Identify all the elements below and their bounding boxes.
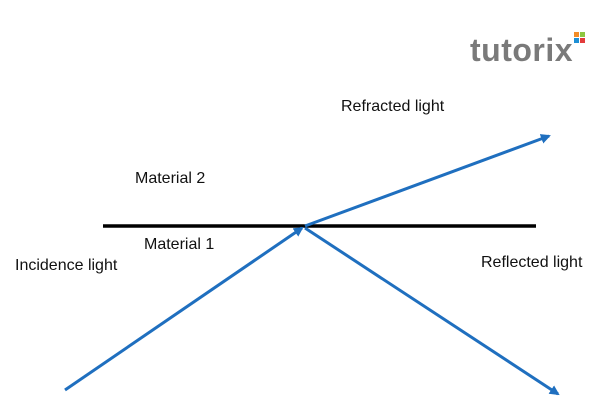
refracted-light-label: Refracted light bbox=[341, 98, 445, 115]
logo-dot-orange bbox=[574, 32, 579, 37]
reflected-ray-arrow bbox=[304, 226, 560, 396]
logo-text: tutorix bbox=[470, 32, 574, 68]
tutorix-logo: tutorix bbox=[470, 32, 610, 74]
logo-dots-icon bbox=[574, 32, 588, 46]
logo-dot-red bbox=[580, 38, 585, 43]
logo-dot-green bbox=[580, 32, 585, 37]
material-2-label: Material 2 bbox=[135, 170, 206, 187]
logo-dot-blue bbox=[574, 38, 579, 43]
refracted-ray-arrow bbox=[304, 134, 551, 228]
reflected-light-label: Reflected light bbox=[481, 254, 583, 271]
incident-ray-arrow bbox=[64, 226, 304, 392]
material-1-label: Material 1 bbox=[144, 236, 215, 253]
incidence-light-label: Incidence light bbox=[15, 257, 118, 274]
